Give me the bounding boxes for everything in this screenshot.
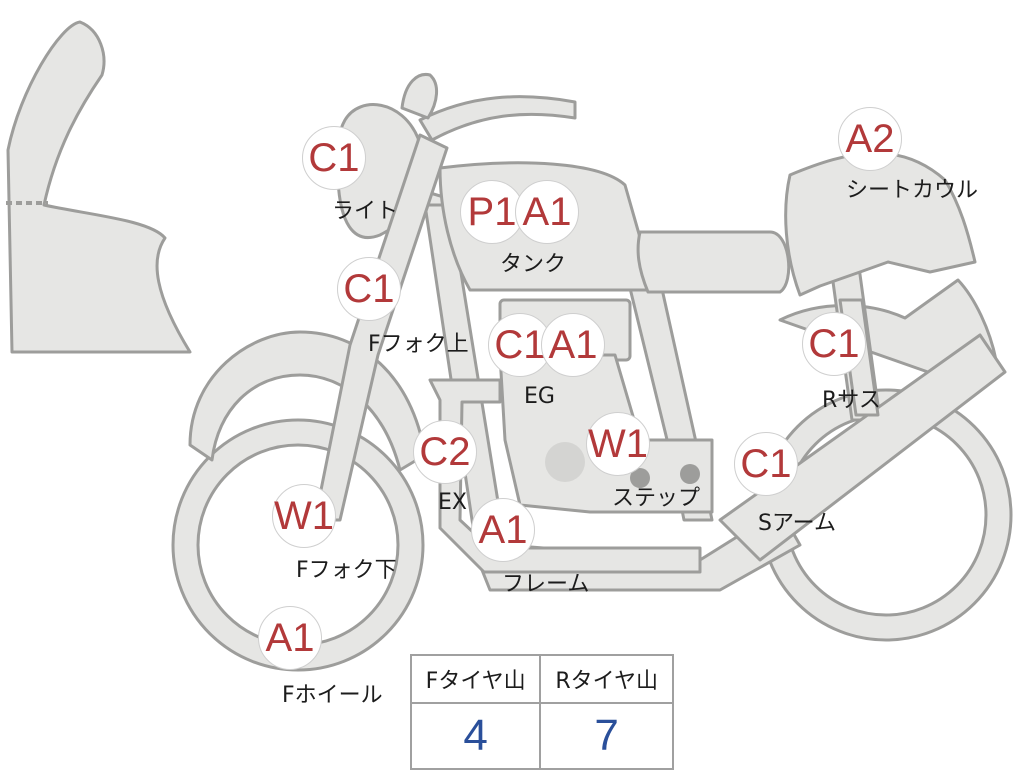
tire-table-header-rear: Rタイヤ山 [539, 654, 674, 704]
tire-table-value-rear: 7 [539, 702, 674, 770]
badge-seat-cowl: A2 [838, 107, 902, 171]
label-light: ライト [332, 199, 399, 224]
label-step: ステップ [612, 486, 701, 511]
badge-frame: A1 [471, 498, 535, 562]
badge-fork-lower: W1 [272, 484, 336, 548]
label-rear-sus: Rサス [822, 388, 881, 413]
swing-arm-shape [718, 333, 1007, 562]
mirror [400, 72, 438, 120]
badge-swing-arm: C1 [734, 432, 798, 496]
engine-cover [545, 442, 585, 482]
label-engine: EG [524, 384, 555, 409]
seat [636, 230, 791, 294]
label-fork-upper: Fフォク上 [368, 332, 469, 357]
label-frame: フレーム [502, 572, 590, 597]
badge-engine-c1: C1 [488, 313, 552, 377]
badge-exhaust: C2 [413, 420, 477, 484]
badge-fork-upper: C1 [337, 257, 401, 321]
step-peg-b [680, 464, 700, 484]
badge-tank-p1: P1 [460, 180, 524, 244]
badge-light: C1 [302, 126, 366, 190]
front-fork [313, 133, 449, 522]
badge-rear-sus: C1 [802, 312, 866, 376]
handlebar [418, 95, 577, 142]
tire-tread-table: Fタイヤ山 Rタイヤ山 4 7 [409, 654, 674, 770]
badge-front-wheel: A1 [258, 606, 322, 670]
label-fork-lower: Fフォク下 [296, 558, 397, 583]
label-tank: タンク [500, 252, 567, 277]
label-front-wheel: Fホイール [282, 683, 383, 708]
exhaust-pipe [428, 378, 702, 574]
label-exhaust: EX [438, 490, 467, 515]
rear-fender [778, 278, 998, 380]
label-seat-cowl: シートカウル [846, 178, 979, 203]
front-cowl [6, 20, 192, 354]
tire-table-value-front: 4 [409, 702, 542, 770]
step-peg-a [630, 468, 650, 488]
badge-engine-a1: A1 [541, 313, 605, 377]
badge-step: W1 [586, 412, 650, 476]
tire-table-header-front: Fタイヤ山 [409, 654, 542, 704]
label-swing-arm: Sアーム [758, 511, 836, 536]
badge-tank-a1: A1 [515, 180, 579, 244]
